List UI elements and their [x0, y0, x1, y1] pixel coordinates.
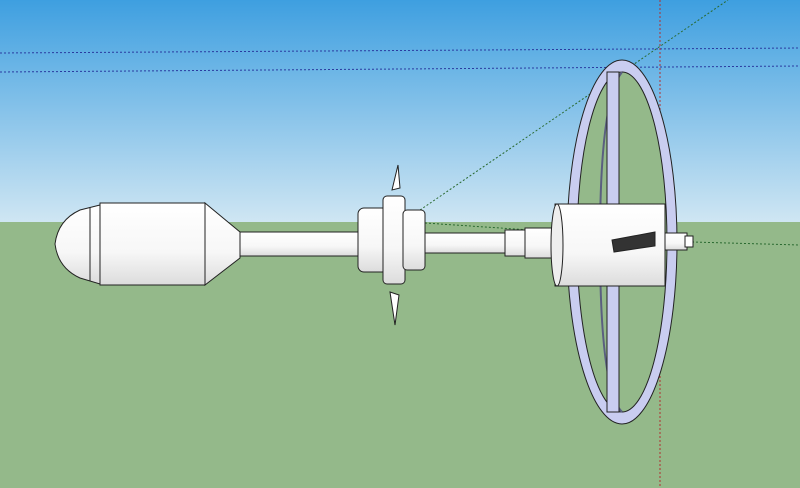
taper-cone	[204, 201, 241, 287]
blade-top	[391, 164, 401, 191]
shaft-mid	[424, 232, 508, 254]
shaft-front	[239, 231, 361, 257]
hub-slot	[611, 231, 656, 253]
nose-cap	[54, 204, 101, 285]
shaft-step	[504, 229, 528, 257]
blade-bottom	[389, 291, 400, 326]
bolt	[664, 232, 688, 251]
rotor-model[interactable]	[54, 59, 694, 425]
body-cylinder	[99, 202, 206, 286]
hub-collar-rear	[402, 209, 426, 271]
hub-flange	[382, 195, 406, 285]
hub-face	[550, 203, 564, 287]
sky	[0, 0, 800, 222]
bolt-tip	[684, 235, 694, 248]
